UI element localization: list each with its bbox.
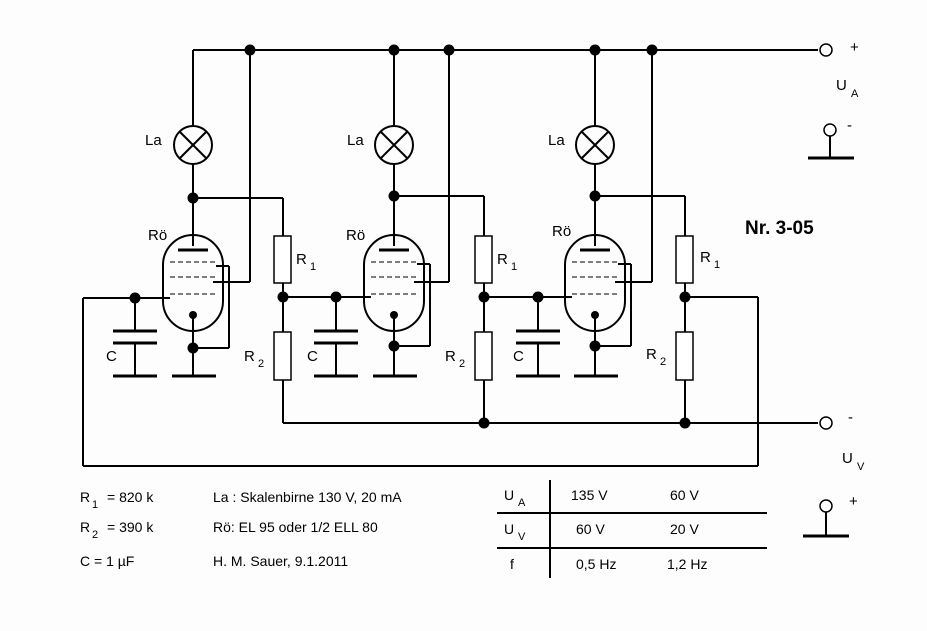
values-table: U A 135 V 60 V U V 60 V 20 V f 0,5 Hz 1,… (497, 480, 767, 578)
r2-value: = 390 k (107, 519, 154, 535)
terminal-ua: + U A (819, 39, 859, 100)
uv-label: U (842, 450, 853, 467)
tube-label: Rö (148, 227, 167, 244)
svg-text:135 V: 135 V (571, 487, 608, 503)
table-row: f 0,5 Hz 1,2 Hz (510, 556, 707, 572)
stage-2: La Rö C (307, 125, 538, 423)
lamp-label: La (145, 132, 162, 149)
tube-label: Rö (346, 227, 365, 244)
r1-value: = 820 k (107, 489, 154, 505)
tube-label: Rö (552, 223, 571, 240)
svg-text:A: A (851, 88, 859, 100)
svg-text:20 V: 20 V (670, 521, 699, 537)
minus-sign: - (847, 117, 852, 134)
tube-spec: Rö: EL 95 oder 1/2 ELL 80 (213, 519, 378, 535)
plus-sign: + (849, 493, 858, 510)
capacitor-label: C (106, 348, 117, 365)
capacitor-3 (516, 329, 560, 378)
lamp-label: La (347, 132, 364, 149)
plus-sign: + (850, 39, 859, 56)
resistor-r1-1 (273, 235, 292, 284)
minus-sign: - (848, 409, 853, 426)
r1-label: R (497, 251, 508, 268)
bias-rail (283, 417, 818, 429)
svg-text:1: 1 (714, 259, 720, 271)
svg-text:A: A (518, 497, 526, 509)
resistor-r1-2 (474, 235, 493, 284)
svg-text:V: V (518, 531, 526, 543)
lamp-2 (374, 125, 414, 165)
svg-text:2: 2 (92, 529, 98, 541)
tube-2 (363, 234, 425, 346)
stage-1: La Rö C (106, 125, 336, 423)
lamp-label: La (548, 132, 565, 149)
svg-text:0,5 Hz: 0,5 Hz (576, 556, 616, 572)
capacitor-2 (314, 329, 358, 378)
capacitor-label: C (513, 348, 524, 365)
lamp-3 (575, 125, 615, 165)
tube-1 (162, 234, 224, 348)
r1-value-symbol: R (80, 489, 90, 505)
r1-label: R (296, 251, 307, 268)
stage-3: La Rö C (513, 125, 720, 423)
svg-text:U: U (504, 521, 514, 537)
resistor-r2-1 (273, 331, 292, 381)
resistor-r2-2 (474, 331, 493, 381)
author-date: H. M. Sauer, 9.1.2011 (213, 553, 348, 569)
table-row: U A 135 V 60 V (504, 487, 699, 509)
svg-text:2: 2 (459, 358, 465, 370)
anode-supply-rail (192, 44, 818, 282)
svg-text:60 V: 60 V (576, 521, 605, 537)
table-row: U V 60 V 20 V (504, 521, 699, 543)
lamp-1 (173, 125, 213, 165)
ground-symbol-ua: - (808, 117, 854, 160)
capacitor-value: C = 1 µF (80, 553, 134, 569)
r2-value-symbol: R (80, 519, 90, 535)
component-notes: R 1 = 820 k R 2 = 390 k C = 1 µF La : Sk… (80, 489, 402, 569)
svg-text:1: 1 (310, 261, 316, 273)
svg-text:V: V (857, 461, 865, 473)
svg-text:U: U (504, 487, 514, 503)
capacitor-1 (113, 329, 157, 378)
svg-text:1: 1 (92, 499, 98, 511)
feedback-loop (82, 296, 759, 467)
ua-label: U (836, 77, 847, 94)
lamp-spec: La : Skalenbirne 130 V, 20 mA (213, 489, 402, 505)
svg-text:60 V: 60 V (670, 487, 699, 503)
ground-symbol-uv: + (803, 493, 858, 538)
capacitor-label: C (307, 348, 318, 365)
svg-text:2: 2 (258, 358, 264, 370)
r2-label: R (646, 346, 657, 363)
r2-label: R (445, 348, 456, 365)
r2-label: R (244, 348, 255, 365)
diagram-title: Nr. 3-05 (745, 218, 814, 239)
terminal-uv: - U V (819, 409, 865, 473)
svg-text:2: 2 (660, 356, 666, 368)
svg-text:1: 1 (511, 261, 517, 273)
tube-3 (564, 234, 626, 346)
resistor-r1-3 (675, 235, 694, 284)
r1-label: R (700, 249, 711, 266)
svg-text:f: f (510, 556, 514, 572)
resistor-r2-3 (675, 331, 694, 381)
svg-text:1,2 Hz: 1,2 Hz (667, 556, 707, 572)
